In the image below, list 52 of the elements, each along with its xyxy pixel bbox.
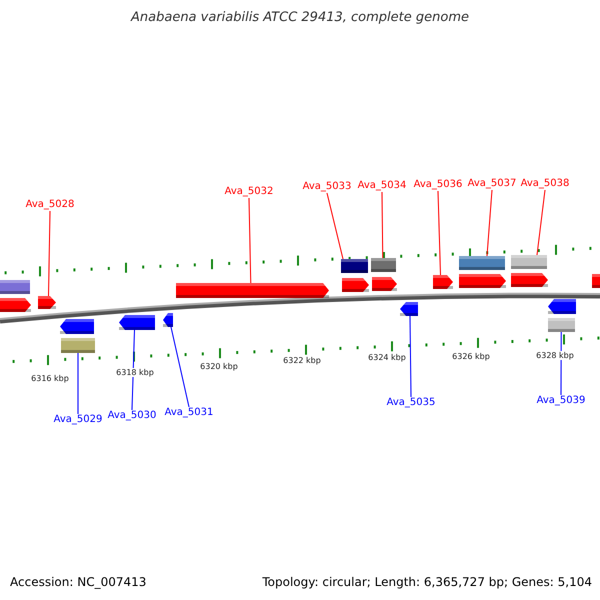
scale-label: 6316 kbp [30, 374, 70, 383]
genome-info: Topology: circular; Length: 6,365,727 bp; Genes: 5,104 [262, 575, 592, 589]
leader-line [410, 316, 412, 398]
gene-label: Ava_5030 [108, 410, 156, 421]
gene-label: Ava_5033 [302, 181, 352, 192]
leader-line [132, 330, 135, 410]
gene-feature [38, 296, 56, 309]
gene-feature [0, 298, 31, 312]
gene-category-block [459, 256, 505, 270]
scale-label: 6322 kbp [282, 356, 322, 365]
title: Anabaena variabilis ATCC 29413, complete genome [131, 10, 469, 25]
gene-feature [400, 302, 418, 316]
gene-category-block [61, 338, 95, 353]
gene-label: Ava_5037 [468, 178, 516, 189]
gene-label: Ava_5028 [26, 199, 74, 210]
gene-feature [372, 277, 397, 291]
gene-label: Ava_5039 [536, 395, 586, 406]
leader-line [248, 198, 252, 284]
gene-category-block [511, 255, 547, 269]
gene-label: Ava_5038 [520, 178, 570, 189]
gene-category-block [371, 258, 396, 272]
leader-line [486, 190, 492, 256]
gene-category-block [341, 259, 368, 273]
gene-feature [511, 273, 548, 287]
genome-info: Accession: NC_007413 [10, 575, 146, 589]
gene-label: Ava_5035 [386, 397, 436, 408]
gene-feature [433, 275, 453, 289]
leader-line [170, 326, 190, 408]
scale-label: 6318 kbp [115, 368, 155, 377]
gene-feature [176, 283, 329, 298]
gene-label: Ava_5036 [414, 179, 462, 190]
leader-line [382, 192, 384, 258]
gene-feature [342, 278, 369, 292]
leader-line [48, 210, 50, 296]
gene-feature [459, 274, 506, 288]
gene-label: Ava_5031 [164, 407, 214, 418]
gene-label: Ava_5034 [358, 180, 406, 191]
gene-feature [60, 319, 94, 334]
scale-label: 6320 kbp [199, 362, 239, 371]
gene-category-block [0, 280, 30, 294]
gene-category-block [548, 318, 575, 332]
scale-label: 6324 kbp [367, 353, 407, 362]
scale-label: 6326 kbp [451, 352, 491, 361]
leader-line [326, 192, 344, 260]
leader-line [536, 190, 546, 256]
gene-feature [548, 299, 576, 314]
gene-label: Ava_5029 [54, 414, 102, 425]
gene-feature [163, 313, 173, 327]
scale-label: 6328 kbp [535, 351, 575, 360]
gene-label: Ava_5032 [224, 186, 274, 197]
leader-line [438, 190, 441, 276]
gene-feature [119, 315, 155, 330]
